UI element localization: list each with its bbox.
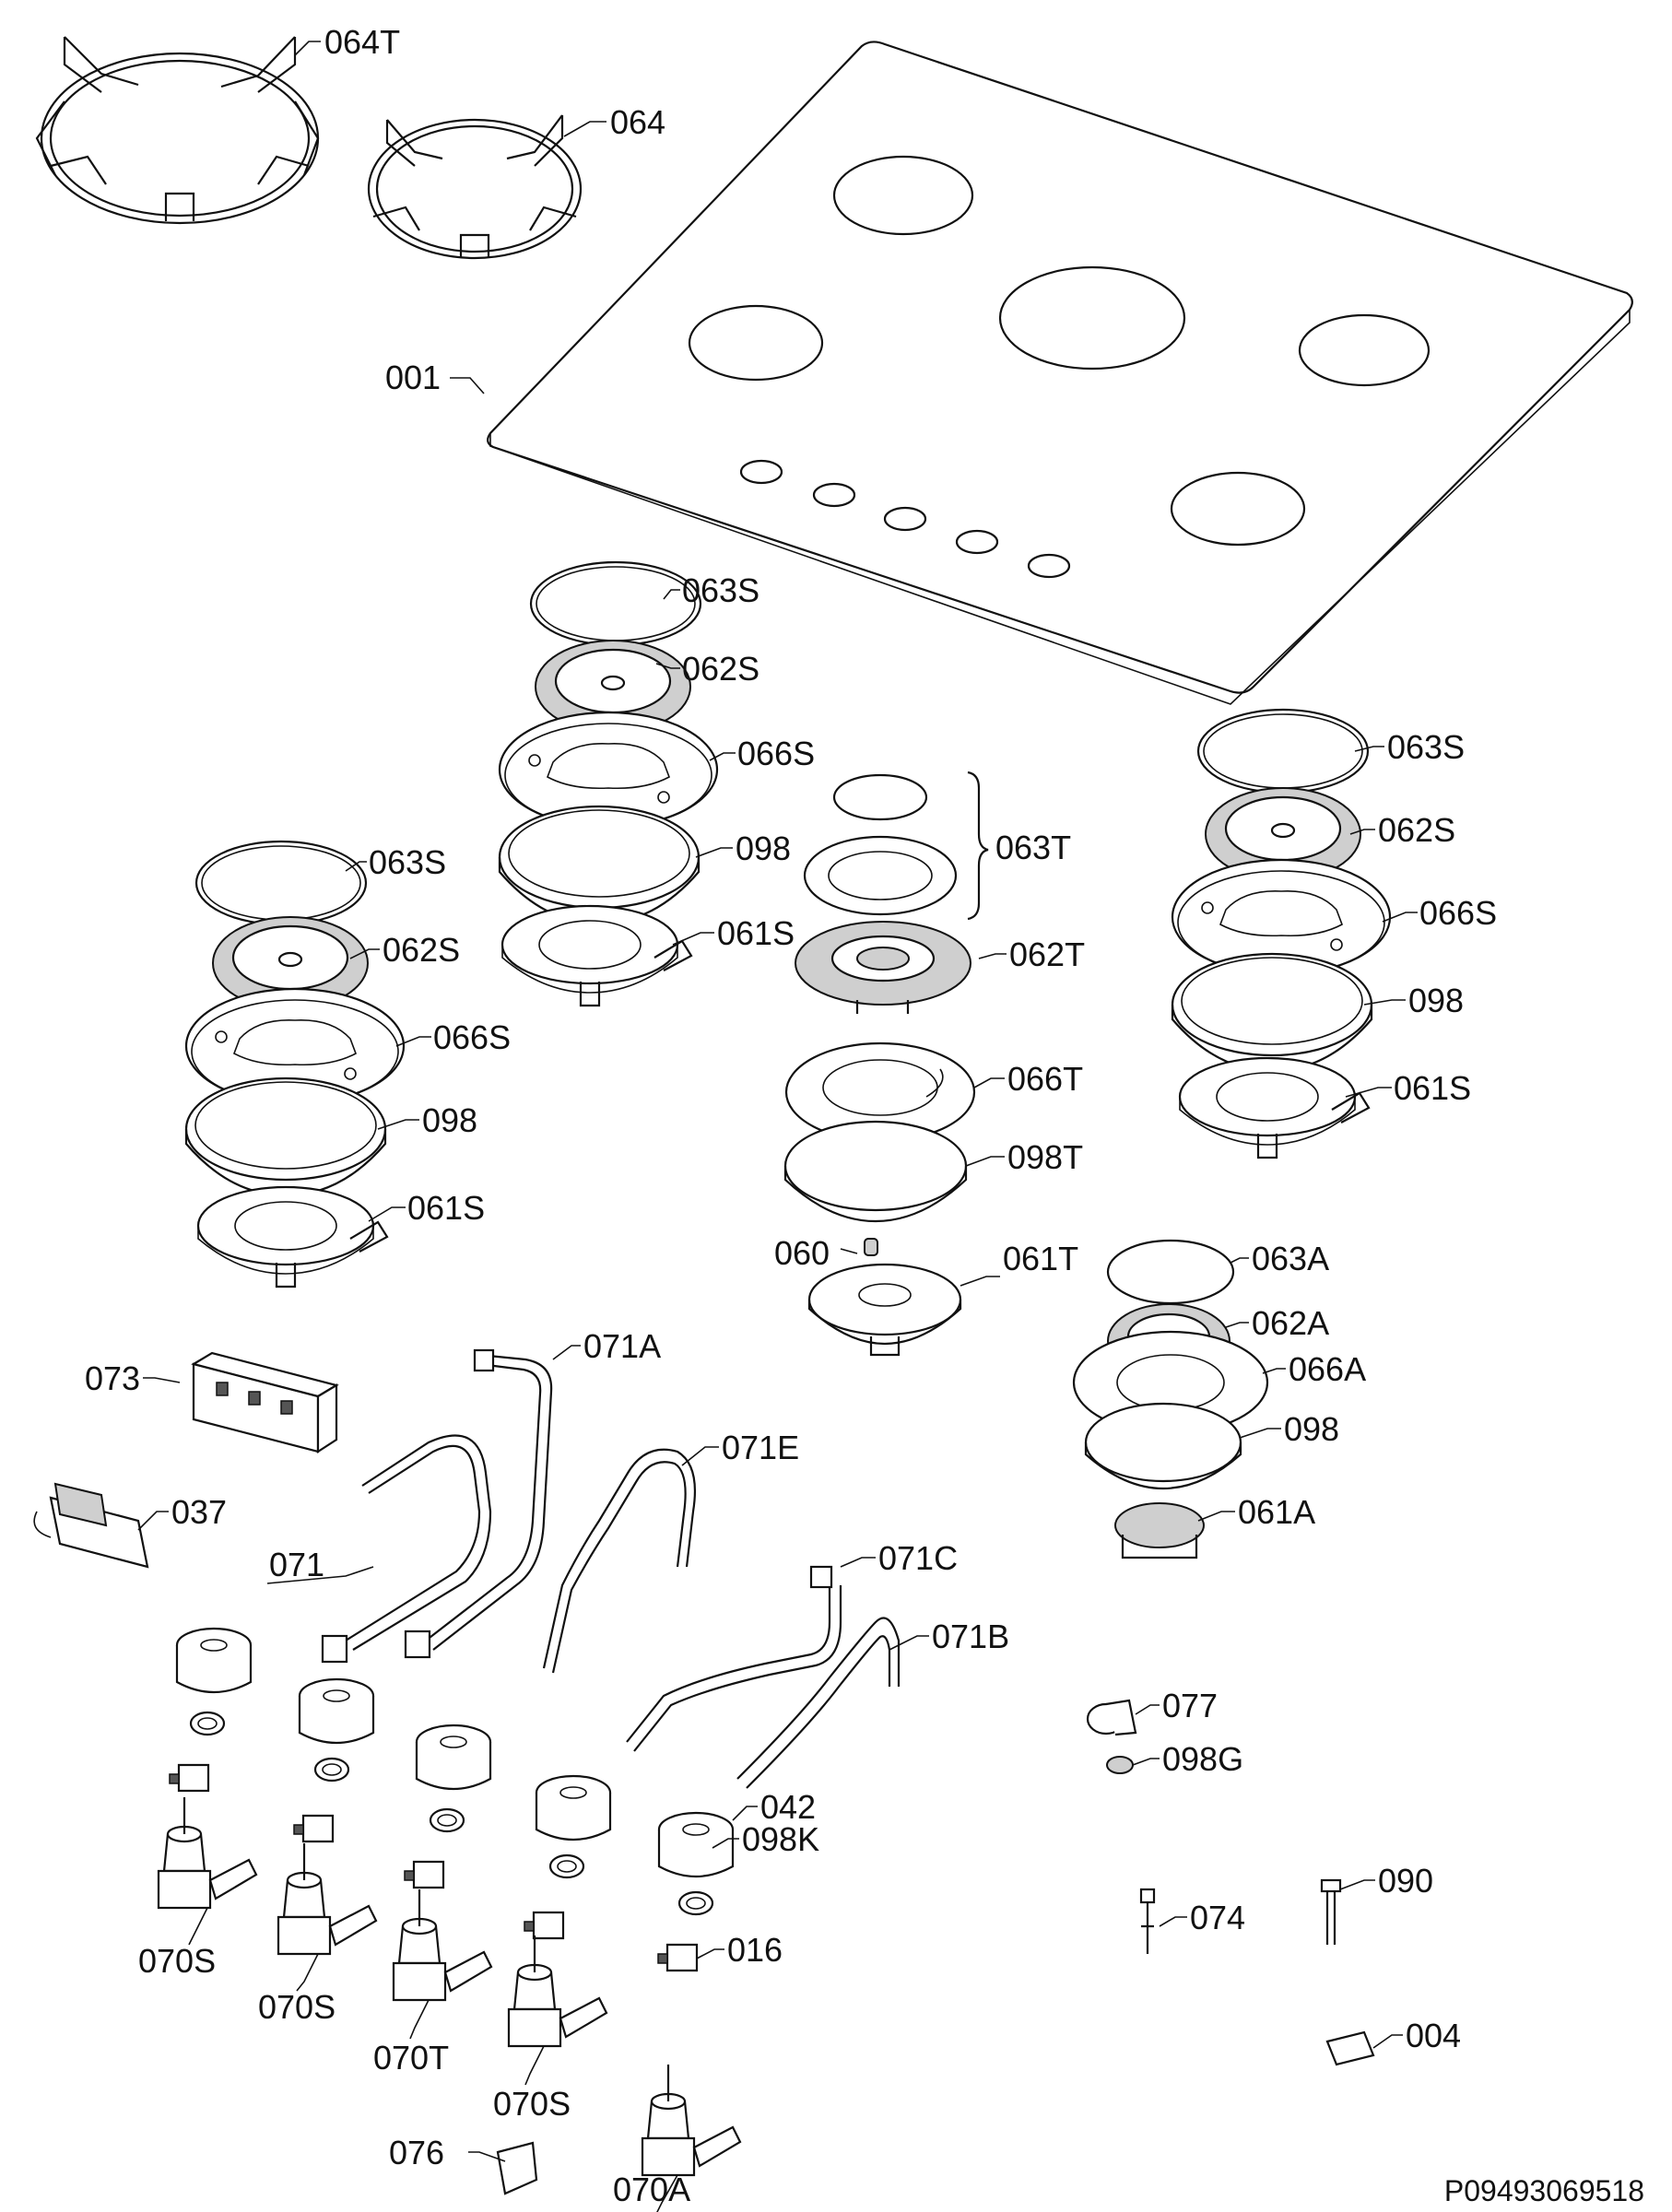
label-062T: 062T [1009,935,1085,973]
pan-support-064 [367,114,583,260]
label-062S-right: 062S [1378,811,1455,849]
label-070S-3: 070S [493,2085,571,2123]
label-098-aux: 098 [1284,1410,1339,1448]
gas-valves [157,1795,742,2177]
label-074: 074 [1190,1899,1245,1936]
label-063S-left: 063S [369,843,446,881]
hob-top-001 [487,41,1633,705]
document-reference: P09493069518 [1444,2174,1644,2207]
label-066T: 066T [1007,1060,1083,1098]
label-062S-left: 062S [383,931,460,969]
pan-support-064T [35,36,320,225]
label-061S-left: 061S [407,1189,485,1227]
burner-stack-center-triple [783,771,989,1357]
label-062A: 062A [1252,1304,1329,1342]
label-071E: 071E [722,1429,799,1466]
label-071C: 071C [878,1539,958,1577]
control-knobs [168,1627,735,1972]
terminal-block-037 [33,1482,149,1569]
gas-pipes [321,1348,901,1789]
label-066A: 066A [1289,1350,1366,1388]
label-063A: 063A [1252,1240,1329,1277]
label-001: 001 [385,359,441,396]
label-073: 073 [85,1359,140,1397]
label-061S-mid: 061S [717,914,795,952]
label-077: 077 [1162,1687,1218,1724]
label-070A: 070A [613,2171,690,2208]
label-098K: 098K [742,1820,819,1858]
burner-stack-right [1171,708,1392,1159]
label-061S-right: 061S [1394,1069,1471,1107]
label-076: 076 [389,2134,444,2171]
small-parts [496,1699,1375,2195]
leader-lines [137,41,1418,2212]
label-004: 004 [1406,2017,1461,2054]
label-070S-2: 070S [258,1988,336,2026]
label-066S-mid: 066S [737,735,815,772]
label-066S-right: 066S [1419,894,1497,932]
label-064T: 064T [324,23,400,61]
ignition-generator-073 [191,1351,339,1454]
label-071A: 071A [583,1327,661,1365]
label-061A: 061A [1238,1493,1315,1531]
burner-stack-auxiliary [1072,1239,1269,1559]
label-098T: 098T [1007,1138,1083,1176]
label-090: 090 [1378,1862,1433,1900]
label-016: 016 [727,1931,783,1969]
label-066S-left: 066S [433,1018,511,1056]
label-042: 042 [760,1788,816,1826]
label-098G: 098G [1162,1740,1243,1778]
label-071: 071 [269,1546,324,1583]
label-098-left: 098 [422,1101,477,1139]
label-071B: 071B [932,1618,1009,1655]
label-061T: 061T [1003,1240,1078,1277]
label-063T: 063T [995,829,1071,866]
label-060: 060 [774,1234,830,1272]
label-063S-mid: 063S [682,571,759,609]
label-063S-right: 063S [1387,728,1465,766]
label-062S-mid: 062S [682,650,759,688]
label-064: 064 [610,103,665,141]
label-098-right: 098 [1408,982,1464,1019]
label-098-mid: 098 [736,830,791,867]
label-070T: 070T [373,2039,449,2077]
label-070S-1: 070S [138,1942,216,1980]
label-037: 037 [171,1493,227,1531]
part-labels: 064T 064 001 063S 062S 066S 098 061S 063… [85,23,1644,2208]
